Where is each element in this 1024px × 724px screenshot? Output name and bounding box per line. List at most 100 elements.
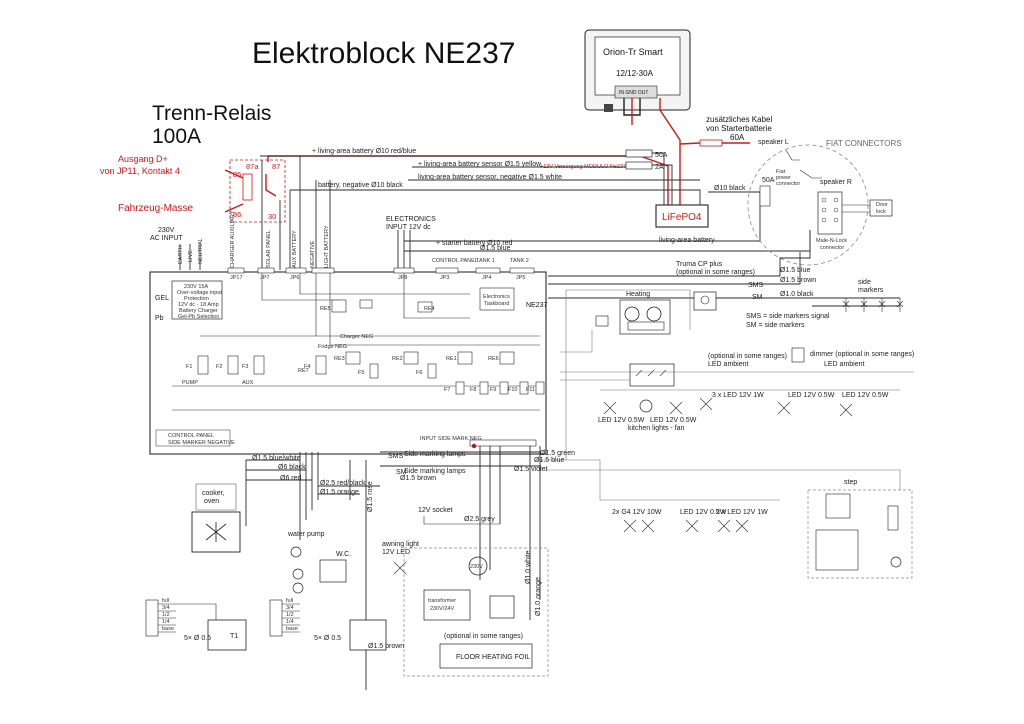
battery-caption: living-area battery [659,237,715,244]
wire-blue15: Ø1.5 blue [480,245,510,252]
relay-re6: RE6 [488,356,499,362]
tank1-34: 3/4 [162,605,170,611]
led-ambient-1: LED ambient [708,361,749,368]
speaker-l: speaker L [758,139,789,146]
aux-label: AUX [242,380,254,386]
relay-pin-86: 86 [233,210,241,219]
wire-violet: Ø1.5 violet [514,466,548,473]
relay-re5: RE5 [320,306,331,312]
charger-text-1: 230V 15A [184,284,208,290]
relay-pin-85: 85 [233,170,241,179]
cooker-1: cooker, [202,490,225,497]
awning-1: awning light [382,541,419,548]
t1-label: T1 [230,633,238,640]
left-red-black: Ø2.5 red/black [320,480,366,487]
trenn-relais: 87a 87 85 86 30 [224,159,286,223]
socket-label: 12V socket [418,507,453,514]
led-3x: 3 x LED 12V 1W [712,392,764,399]
relay-re7: RE7 [298,368,309,374]
fuse-f9: F9 [490,387,496,393]
charger-text-4: 12V dc - 18 Amp [178,302,219,308]
page-title: Elektroblock NE237 [252,37,515,70]
ac-input-2: AC INPUT [150,235,183,242]
tank1-full: full [162,598,169,604]
sms-blue: Ø1.5 blue [780,267,810,274]
tank2-12: 1/2 [286,612,294,618]
extra-cable-note-2: von Starterbatterie [706,124,772,133]
fuse-f8: F8 [470,387,476,393]
tank-probe-2 [269,599,387,651]
fuse-2a: 2A [655,164,664,171]
tank-probe-1 [145,599,247,651]
relay-current: 100A [152,125,201,148]
orion-tr-smart: Orion-Tr Smart 12/12-30A IN GND OUT [584,29,691,112]
control-panel-top: CONTROL PANEL [432,258,478,264]
awning-2: 12V LED [382,549,410,556]
fuse-50a-fiat: 50A [762,177,775,184]
side-marker-lamps [842,298,904,312]
ne237-block: NE237 GEL Pb 230V 15A Over-voltage input… [149,258,548,455]
probe-1-label: 5× Ø 0.5 [184,635,211,642]
relay-re4: RE4 [424,306,435,312]
tank2-top: TANK 2 [510,258,529,264]
fiat-power-2: power [776,175,791,181]
tank2-full: full [286,598,293,604]
wire-white: Ø1.0 white [525,550,532,584]
led-2x-1w: 2 x LED 12V 1W [716,509,768,516]
jp17-label: JP17 [230,275,243,281]
gel-label: GEL [155,295,169,302]
jp5-label: JP5 [516,275,525,281]
lifepo4-battery: LiFePO4 living-area battery [655,204,715,244]
left-orange: Ø1.5 orange [320,489,359,496]
ausgang-note-2: von JP11, Kontakt 4 [100,166,180,176]
floor-optional: (optional in some ranges) [444,633,523,640]
relay-pin-87a: 87a [246,162,259,171]
relay-re2: RE2 [392,356,403,362]
kitchen-lamps [603,397,853,417]
jp7-label: JP7 [260,275,269,281]
battery-name: LiFePO4 [662,212,702,223]
wire-starter-battery: + starter battery Ø10 red [436,240,513,247]
wire-sms-blue-mid: Ø1.5 blue [534,457,564,464]
step-unit [807,489,913,579]
wire-orange10: Ø1.0 orange [535,577,542,616]
sm-label: SM [752,294,763,301]
fiat-power-3: connector [776,181,800,187]
jp8-label: JP8 [398,275,407,281]
led-05-c: LED 12V 0.5W [680,509,727,516]
probe-2-label: 5× Ø 0.5 [314,635,341,642]
fiat-connectors: FIAT CONNECTORS speaker L speaker R 50A … [747,139,902,266]
water-pump-label: water pump [287,531,325,538]
fuse-50a: 50A [655,152,668,159]
sms-label: SMS [748,282,764,289]
tank1-base: base [162,626,174,632]
legend-side-marker: SIDE MARKER NEGATIVE [168,440,235,446]
extra-cable-note: zusätzliches Kabel [706,115,772,124]
vlabel-charger-aux: CHARGER AUXILIARY [230,210,236,268]
left-black: Ø6 black [278,464,306,471]
truma-label: Truma CP plus [676,261,723,268]
transformer-1: transformer [428,598,456,604]
ac-live: LIVE [188,250,194,262]
relay-re1: RE1 [446,356,457,362]
kitchen-switch-panel [629,363,675,387]
relay-re3: RE3 [334,356,345,362]
fiat-connectors-title: FIAT CONNECTORS [826,139,902,148]
wire-grey: Ø2.5 grey [464,516,495,523]
fridge-box [191,511,241,553]
fuse-f3: F3 [242,364,248,370]
sms-legend: SMS = side markers signal [746,313,830,320]
wire-living-battery: + living-area battery Ø10 red/blue [312,148,416,155]
pb-label: Pb [155,315,164,322]
legend-control-panel: CONTROL PANEL [168,433,214,439]
fuse-f6: F6 [416,370,422,376]
door-lock-2: lock [876,209,886,215]
wire-black10: Ø10 black [714,185,746,192]
pump-label: PUMP [182,380,198,386]
dimmer-label: dimmer (optional in some ranges) [810,351,914,358]
sms-bottom: SMS [388,453,404,460]
electronics-input: ELECTRONICS [386,216,436,223]
tank2-34: 3/4 [286,605,294,611]
truma-label-2: (optional in some ranges) [676,269,755,276]
